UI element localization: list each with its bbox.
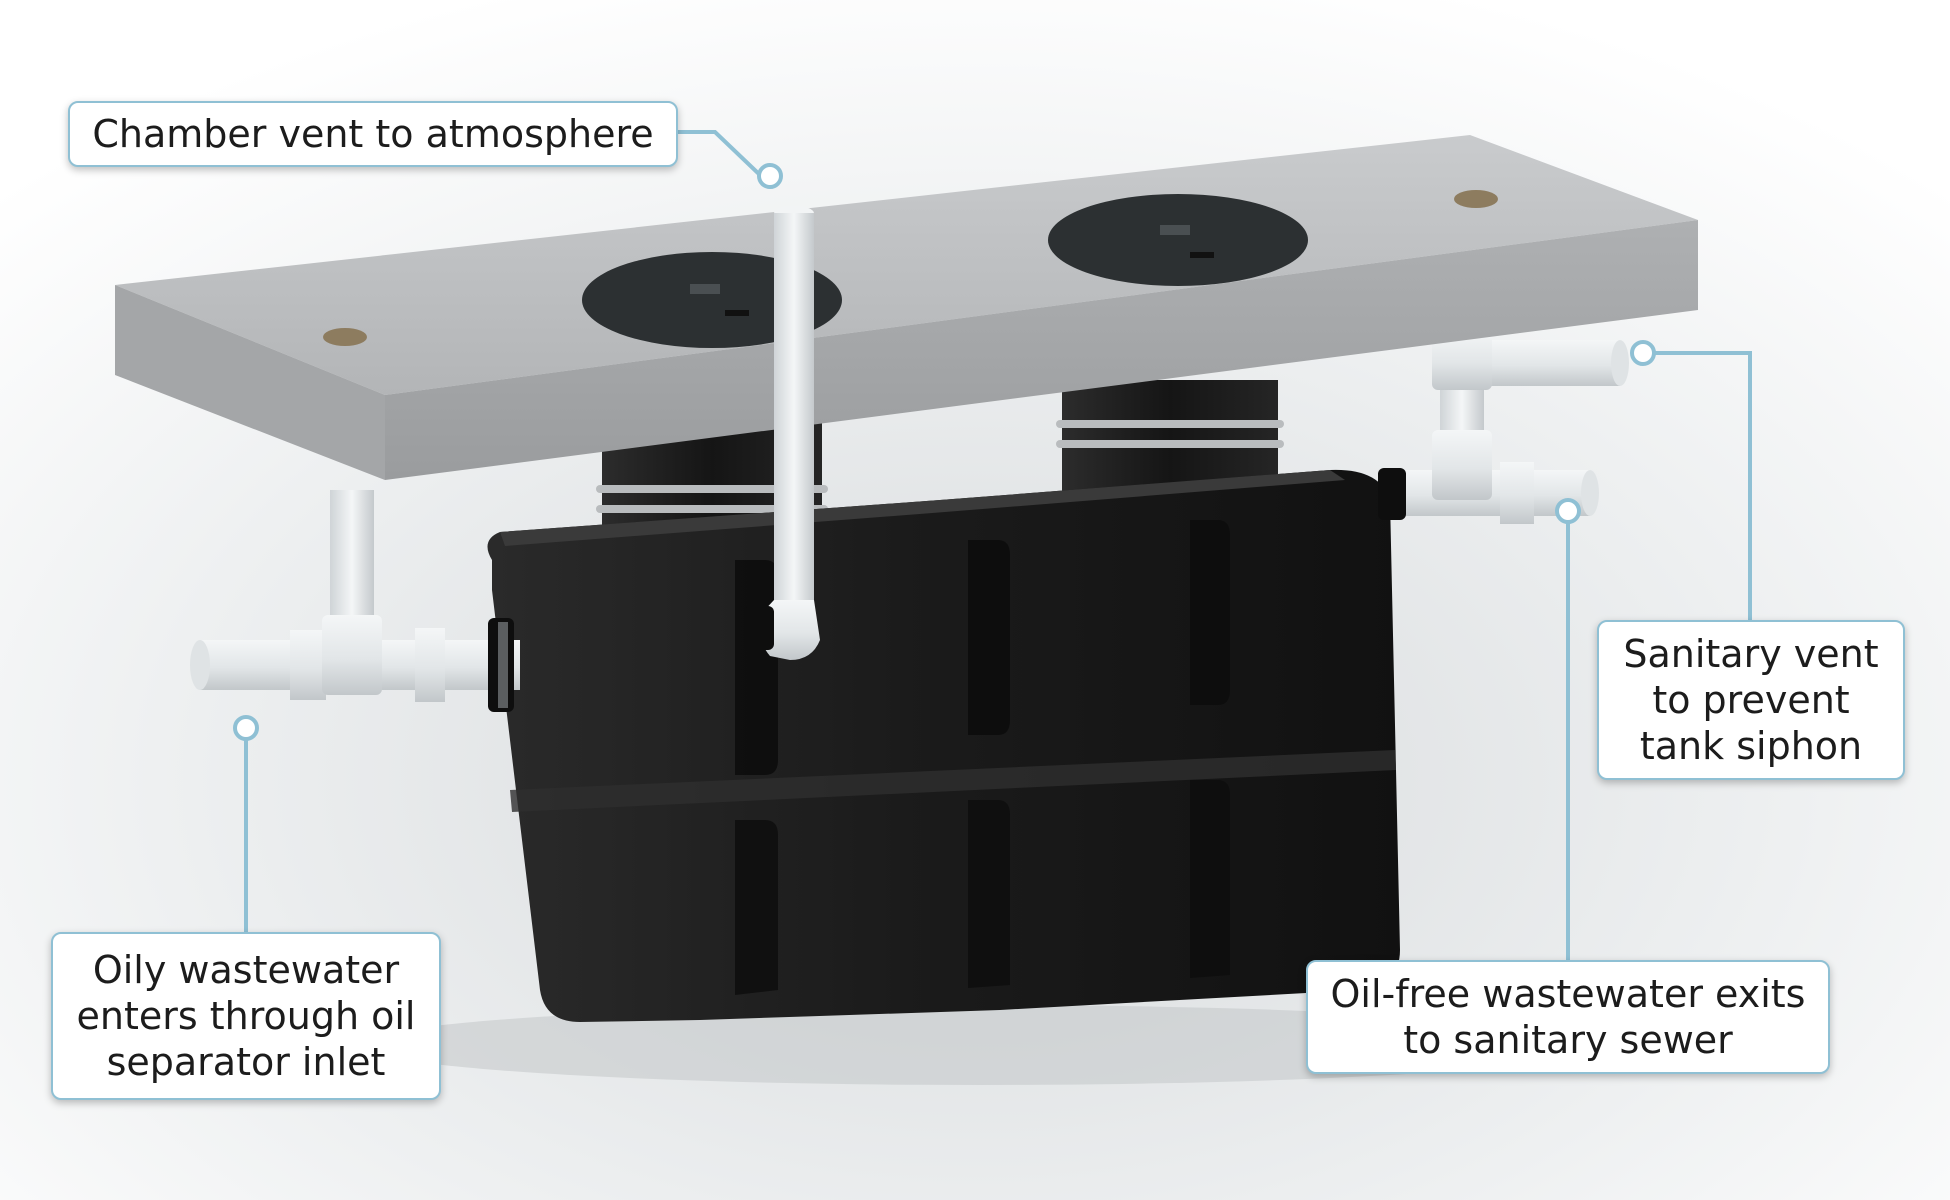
- chamber-vent-pipe: [744, 206, 820, 660]
- leader-line-oily-inlet: [233, 715, 259, 934]
- callout-sanitary-vent: Sanitary vent to prevent tank siphon: [1597, 620, 1905, 780]
- callout-oil-free-exit-line-2: to sanitary sewer: [1403, 1018, 1733, 1062]
- callout-oily-inlet-line-2: enters through oil: [76, 994, 416, 1038]
- callout-chamber-vent-line-1: Chamber vent to atmosphere: [92, 112, 654, 156]
- callout-oily-inlet-line-1: Oily wastewater: [92, 948, 400, 992]
- callout-oily-inlet-line-3: separator inlet: [106, 1040, 386, 1084]
- manhole-cover-right: [1048, 194, 1308, 286]
- slab-anchor-left: [323, 328, 367, 346]
- leader-line-sanitary-vent: [1630, 340, 1752, 622]
- leader-line-chamber-vent: [676, 130, 783, 189]
- slab-anchor-right: [1454, 190, 1498, 208]
- ground-shadow: [360, 1005, 1600, 1085]
- callout-sanitary-vent-line-1: Sanitary vent: [1623, 632, 1879, 676]
- concrete-slab: [115, 135, 1698, 480]
- callout-chamber-vent: Chamber vent to atmosphere: [68, 101, 678, 167]
- callout-oil-free-exit: Oil-free wastewater exits to sanitary se…: [1306, 960, 1830, 1074]
- separator-tank: [487, 469, 1400, 1023]
- callout-sanitary-vent-line-2: to prevent: [1652, 678, 1850, 722]
- sanitary-vent-pipe: [1432, 330, 1629, 500]
- callout-oily-inlet: Oily wastewater enters through oil separ…: [51, 932, 441, 1100]
- leader-line-oil-free-exit: [1555, 498, 1581, 962]
- inlet-pipe: [190, 490, 520, 712]
- callout-oil-free-exit-line-1: Oil-free wastewater exits: [1330, 972, 1806, 1016]
- callout-sanitary-vent-line-3: tank siphon: [1639, 724, 1863, 768]
